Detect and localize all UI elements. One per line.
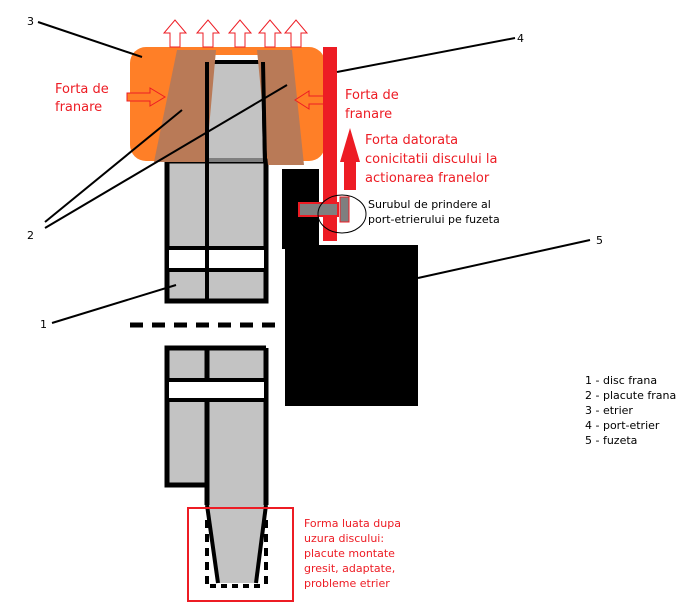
wear-highlight-box xyxy=(187,507,294,602)
bolt-note-line2: port-etrierului pe fuzeta xyxy=(368,213,500,226)
bolt-note-line1: Surubul de prindere al xyxy=(368,198,491,211)
legend-item: 3 - etrier xyxy=(585,404,633,417)
brake-disc-lower xyxy=(164,345,269,590)
label-2: 2 xyxy=(27,229,34,242)
legend-item: 5 - fuzeta xyxy=(585,434,637,447)
label-5: 5 xyxy=(596,234,603,247)
braking-force-left-line1: Forta de xyxy=(55,82,109,97)
bolt-highlight-circle xyxy=(317,194,367,234)
legend-item: 4 - port-etrier xyxy=(585,419,660,432)
force-arrow-right-icon xyxy=(126,87,166,107)
label-4: 4 xyxy=(517,32,524,45)
port-etrier-bar xyxy=(323,47,337,241)
up-arrow-icon xyxy=(227,19,253,48)
up-arrow-icon xyxy=(257,19,283,48)
conicity-force-line2: conicitatii discului la xyxy=(365,152,497,167)
legend: 1 - disc frana 2 - placute frana 3 - etr… xyxy=(585,374,676,447)
brake-pad-left xyxy=(154,50,216,162)
up-arrow-icon xyxy=(195,19,221,48)
brake-pad-right xyxy=(257,50,304,165)
braking-force-left-line2: franare xyxy=(55,100,102,115)
braking-force-right-line2: franare xyxy=(345,107,392,122)
conicity-force-line1: Forta datorata xyxy=(365,133,458,148)
bolt-head xyxy=(339,196,350,223)
wear-note-line5: probleme etrier xyxy=(304,577,390,590)
up-arrow-icon xyxy=(162,19,188,48)
fuzeta xyxy=(285,245,418,406)
wear-note-line4: gresit, adaptate, xyxy=(304,562,395,575)
wear-note-line1: Forma luata dupa xyxy=(304,517,401,530)
label-1: 1 xyxy=(40,318,47,331)
up-arrow-icon xyxy=(283,19,309,48)
leader-lines xyxy=(37,21,591,324)
conicity-force-line3: actionarea franelor xyxy=(365,171,490,186)
label-3: 3 xyxy=(27,15,34,28)
force-arrow-left-icon xyxy=(294,90,325,110)
wear-note-line2: uzura discului: xyxy=(304,532,384,545)
conicity-force-arrow-icon xyxy=(340,128,360,190)
upward-arrows xyxy=(162,19,309,48)
legend-item: 2 - placute frana xyxy=(585,389,676,402)
braking-force-right-line1: Forta de xyxy=(345,88,399,103)
wear-note-line3: placute montate xyxy=(304,547,395,560)
legend-item: 1 - disc frana xyxy=(585,374,657,387)
